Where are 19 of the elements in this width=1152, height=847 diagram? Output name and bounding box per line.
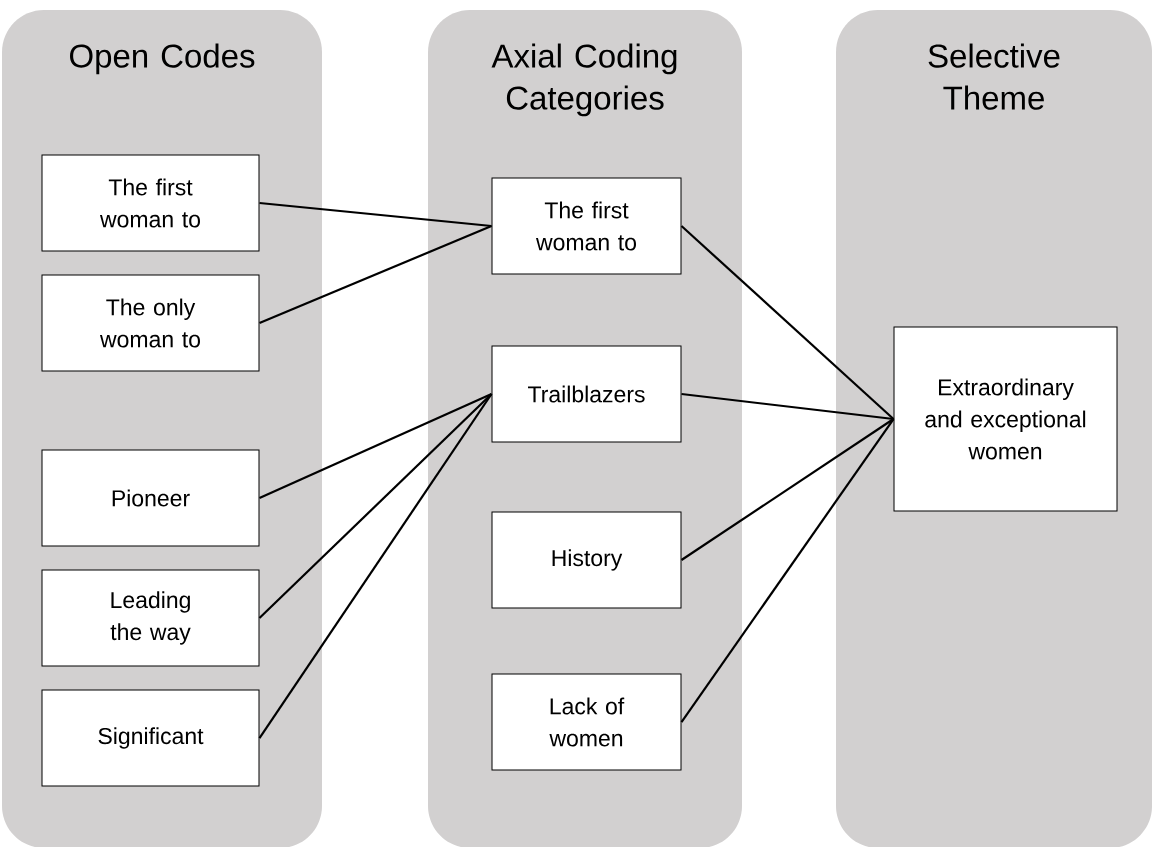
- text-box: Pioneer: [41, 449, 260, 547]
- connector-line: [258, 393, 493, 619]
- text-box: Significant: [41, 689, 260, 787]
- text-box: The only woman to: [41, 274, 260, 372]
- connector-line: [680, 225, 895, 420]
- connector-line: [680, 418, 895, 561]
- text-box: History: [491, 511, 682, 609]
- connector-line: [681, 392, 894, 421]
- connector-line: [258, 393, 493, 739]
- text-box: The first woman to: [491, 177, 682, 275]
- text-box: The first woman to: [41, 154, 260, 252]
- text-box: Trailblazers: [491, 345, 682, 443]
- connector-line: [259, 201, 492, 228]
- connector-line: [259, 393, 492, 499]
- text-box: Lack of women: [491, 673, 682, 771]
- connector-line: [680, 418, 895, 723]
- text-box: Leading the way: [41, 569, 260, 667]
- connector-line: [259, 225, 492, 325]
- text-box: Extraordinary and exceptional women: [893, 326, 1118, 512]
